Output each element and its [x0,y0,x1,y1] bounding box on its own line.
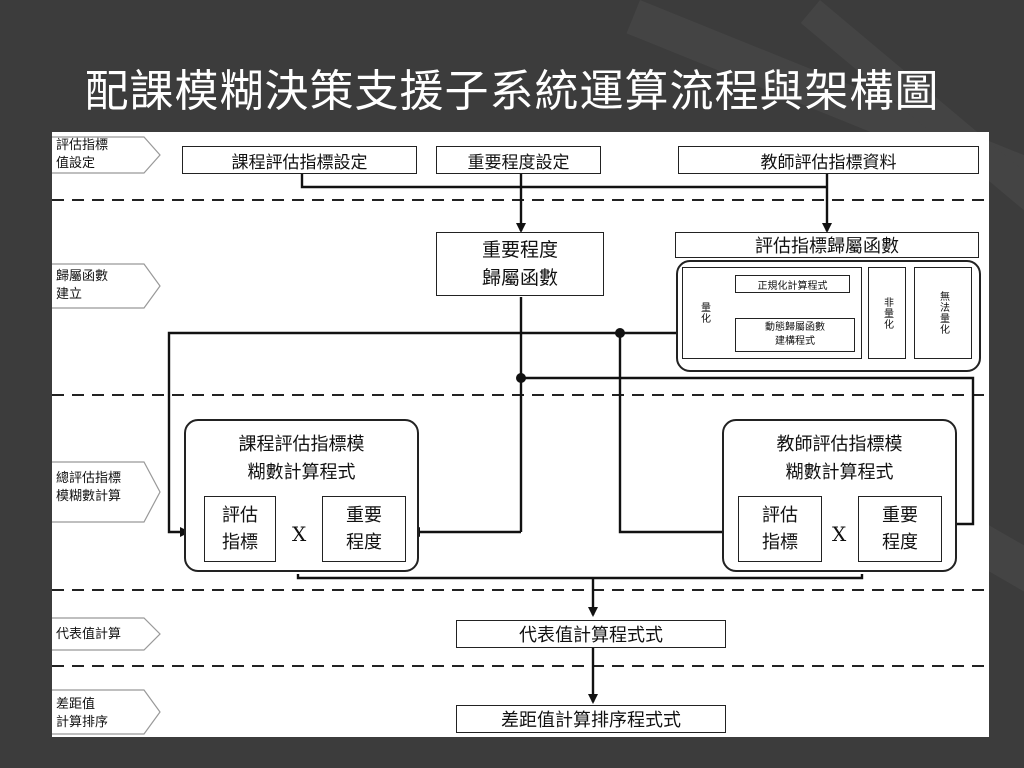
index-membership-box: 評估指標歸屬函數 [675,232,979,258]
teacher-eval-index-line2: 指標 [762,532,798,553]
dynamic-membership-line2: 建構程式 [775,336,815,347]
slide-title: 配課模糊決策支援子系統運算流程與架構圖 [84,66,940,117]
flowchart-panel: 評估指標 值設定 歸屬函數 建立 總評估指標 模糊數計算 代表值計算 差距值 計… [52,132,989,737]
row-label-index-setting: 評估指標 值設定 [56,138,109,171]
teacher-index-data-label: 教師評估指標資料 [760,152,897,173]
rep-value-program-box: 代表值計算程式式 [456,620,726,648]
importance-membership-line1: 重要程度 [481,239,558,261]
course-multiply-sign: X [292,522,307,546]
teacher-fuzzy-line2: 糊數計算程式 [785,462,894,483]
flow-connectors [167,173,975,704]
teacher-eval-index-box: 評估 指標 [738,496,822,562]
course-eval-index-line2: 指標 [222,532,258,553]
dynamic-membership-box: 動態歸屬函數 建構程式 [735,318,855,352]
teacher-importance-line1: 重要 [882,505,918,526]
non-quantified-box: 非量化 [868,267,906,359]
course-eval-index-line1: 評估 [222,505,258,526]
teacher-importance-box: 重要 程度 [858,496,942,562]
row-label-rep-value: 代表值計算 [56,627,122,642]
row-label-membership: 歸屬函數 建立 [56,269,109,302]
label-chevrons [52,136,161,735]
rank-program-label: 差距值計算排序程式式 [501,710,681,731]
teacher-fuzzy-line1: 教師評估指標模 [776,434,903,455]
teacher-multiply-sign: X [832,522,847,546]
teacher-eval-index-line1: 評估 [762,505,798,526]
importance-setting-label: 重要程度設定 [467,152,570,173]
index-membership-label: 評估指標歸屬函數 [755,236,899,257]
course-eval-index-box: 評估 指標 [204,496,276,562]
flowchart-lines [52,136,989,735]
quantified-label: 量化 [698,302,710,324]
course-importance-line2: 程度 [346,532,382,553]
importance-membership-box: 重要程度 歸屬函數 [436,232,604,296]
rank-program-box: 差距值計算排序程式式 [456,705,726,733]
dynamic-membership-line1: 動態歸屬函數 [765,322,825,333]
course-fuzzy-line1: 課程評估指標模 [238,434,365,455]
course-fuzzy-line2: 糊數計算程式 [247,462,356,483]
importance-setting-box: 重要程度設定 [436,146,601,174]
course-importance-box: 重要 程度 [322,496,406,562]
importance-membership-line2: 歸屬函數 [481,267,558,289]
teacher-index-data-box: 教師評估指標資料 [678,146,979,174]
row-label-fuzzy-calc: 總評估指標 模糊數計算 [56,471,122,504]
course-importance-line1: 重要 [346,505,382,526]
rep-value-program-label: 代表值計算程式式 [519,625,663,646]
junction-dots [516,328,625,383]
course-index-setting-box: 課程評估指標設定 [182,146,417,174]
row-label-ranking: 差距值 計算排序 [56,697,109,730]
normalize-program-box: 正規化計算程式 [735,275,850,293]
course-index-setting-label: 課程評估指標設定 [231,152,368,173]
non-quantifiable-box: 無法量化 [914,267,972,359]
normalize-program-label: 正規化計算程式 [757,280,828,292]
teacher-importance-line2: 程度 [882,532,918,553]
